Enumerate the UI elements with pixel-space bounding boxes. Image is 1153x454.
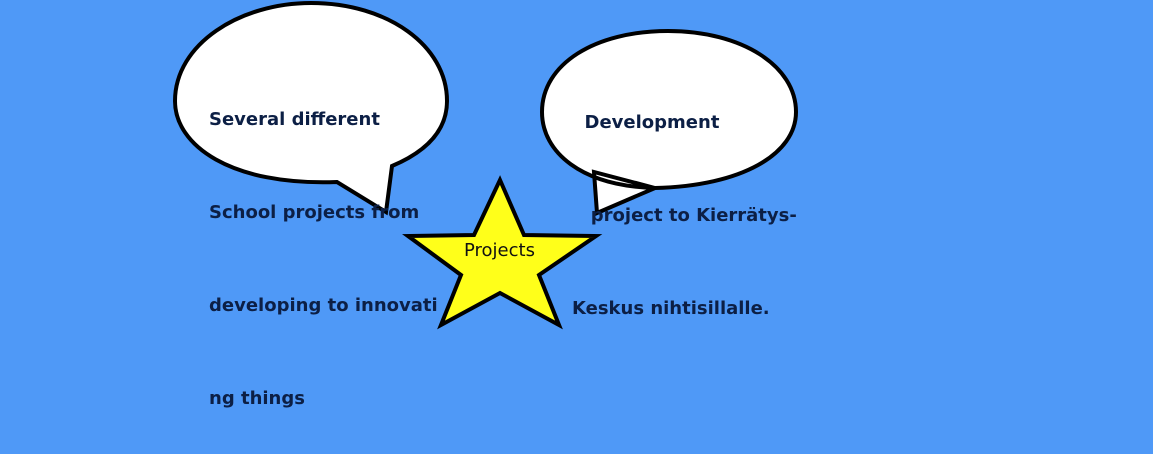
bubble-left-text: Several different School projects from d… — [209, 42, 438, 445]
speech-bubble-left — [172, 0, 450, 216]
bubble-right-line: project to Kierrätys- — [572, 205, 797, 226]
bubble-right-line: Keskus nihtisillalle. — [572, 298, 770, 319]
bubble-left-line: ng things — [209, 388, 305, 409]
projects-star-label: Projects — [464, 240, 535, 261]
bubble-right-text: Development project to Kierrätys- Keskus… — [572, 45, 797, 355]
bubble-right-line: Development — [572, 112, 720, 133]
bubble-left-line: Several different — [209, 109, 380, 130]
projects-star-shape — [402, 175, 603, 330]
bubble-left-line: developing to innovati — [209, 295, 438, 316]
bubble-left-line: School projects from — [209, 202, 420, 223]
speech-bubble-right — [539, 28, 799, 216]
